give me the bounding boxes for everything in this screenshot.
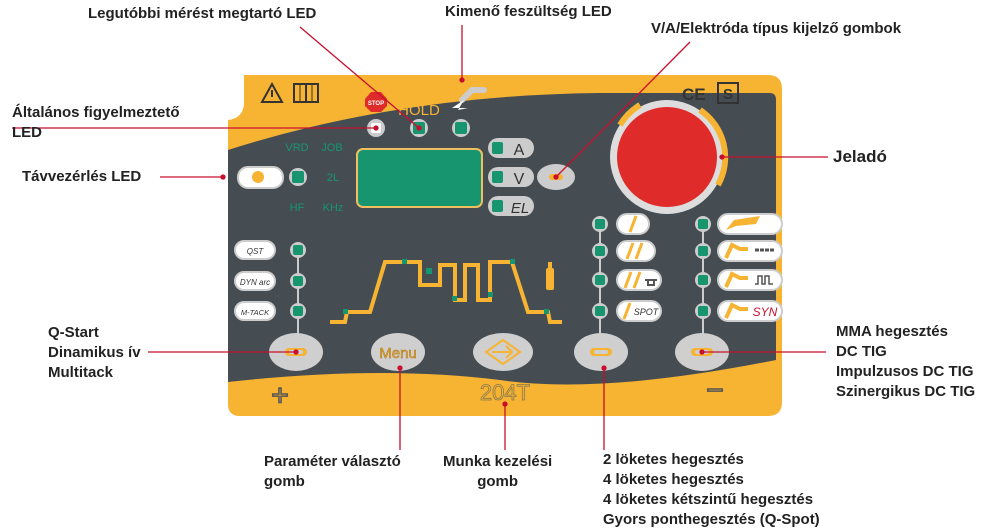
callout-line: Szinergikus DC TIG <box>836 383 976 400</box>
svg-text:SPOT: SPOT <box>634 307 660 317</box>
callout-line: DC TIG <box>836 343 887 360</box>
hf-label: HF <box>290 202 305 214</box>
option-m-tack: M-TACK <box>234 301 306 321</box>
mode-4t-bilevel <box>592 269 662 291</box>
callout-mode-button: 2 löketes hegesztés 4 löketes hegesztés … <box>603 450 820 530</box>
option-dyn-arc: DYN arc <box>234 271 306 291</box>
svg-text:A: A <box>514 142 525 159</box>
mode-spot: SPOT <box>592 300 662 322</box>
unit-button-a[interactable]: A <box>488 138 534 159</box>
callout-line: 4 löketes hegesztés <box>603 471 744 488</box>
callout-line: Multitack <box>48 364 114 381</box>
mode-4t <box>592 240 656 262</box>
callout-line: Q-Start <box>48 324 99 341</box>
menu-button[interactable]: Menu <box>371 333 425 371</box>
khz-label: KHz <box>323 202 344 214</box>
minus-terminal-label: − <box>706 374 724 407</box>
job-label: JOB <box>321 142 342 154</box>
mode-2t <box>592 213 650 235</box>
callout-lines <box>12 25 828 450</box>
remote-led <box>289 168 307 186</box>
mode-button[interactable] <box>574 333 628 371</box>
display-screen <box>356 148 483 208</box>
process-dc-tig <box>695 240 783 262</box>
callout-line: Általános figyelmeztető <box>12 104 180 121</box>
svg-text:QST: QST <box>247 247 265 256</box>
callout-line: 4 löketes kétszintű hegesztés <box>603 491 814 508</box>
callout-line: Paraméter választó <box>264 453 401 470</box>
svg-text:CE: CE <box>682 85 706 104</box>
callout-left-button: Q-Start Dinamikus ív Multitack <box>48 323 141 383</box>
encoder-knob[interactable] <box>610 100 729 214</box>
2l-label: 2L <box>327 172 339 184</box>
torch-spark-icon <box>452 87 487 110</box>
callout-line: Munka kezelési <box>443 453 553 470</box>
manual-book-icon <box>293 83 319 103</box>
svg-text:M-TACK: M-TACK <box>241 308 270 317</box>
ce-mark: CE <box>682 85 706 104</box>
model-label: 204T <box>480 380 530 405</box>
callout-line: MMA hegesztés <box>836 323 948 340</box>
job-button[interactable] <box>473 333 533 371</box>
callout-line: LED <box>12 124 42 141</box>
callout-line: 2 löketes hegesztés <box>603 451 744 468</box>
vrd-label: VRD <box>285 142 308 154</box>
unit-button-v[interactable]: V <box>488 167 534 188</box>
callout-line: gomb <box>264 473 305 490</box>
svg-text:SYN: SYN <box>753 305 778 319</box>
callout-line: gomb <box>477 473 519 490</box>
callout-remote-led: Távvezérlés LED <box>22 168 142 185</box>
hold-label: HOLD <box>398 102 440 119</box>
svg-text:EL: EL <box>511 200 529 217</box>
process-syn: SYN <box>695 300 783 322</box>
svg-text:STOP: STOP <box>368 101 384 107</box>
svg-text:DYN arc: DYN arc <box>240 278 270 287</box>
callout-line: Gyors ponthegesztés (Q-Spot) <box>603 511 820 528</box>
process-pulse-tig <box>695 269 783 291</box>
process-mma <box>695 213 783 235</box>
callout-va-buttons: V/A/Elektróda típus kijelző gombok <box>651 20 902 37</box>
callout-line: Impulzusos DC TIG <box>836 363 974 380</box>
s-mark: S <box>717 82 739 104</box>
svg-text:S: S <box>723 86 733 103</box>
warning-triangle-icon <box>260 81 284 103</box>
plus-terminal-label: + <box>271 379 289 412</box>
welding-sequence-graph <box>330 259 562 324</box>
callout-line: Dinamikus ív <box>48 344 141 361</box>
svg-text:Menu: Menu <box>379 345 417 362</box>
callout-menu-button: Paraméter választó gomb <box>264 452 401 492</box>
callout-right-button: MMA hegesztés DC TIG Impulzusos DC TIG S… <box>836 322 975 402</box>
callout-output-led: Kimenő feszültség LED <box>445 3 612 20</box>
svg-text:V: V <box>514 171 525 188</box>
callout-hold-led: Legutóbbi mérést megtartó LED <box>88 5 317 22</box>
callout-job-button: Munka kezelési gomb <box>443 452 552 492</box>
callout-encoder: Jeladó <box>833 147 887 166</box>
option-qst: QST <box>234 240 306 260</box>
output-voltage-led <box>452 119 470 137</box>
remote-button[interactable] <box>237 166 284 189</box>
unit-button-el[interactable]: EL <box>488 196 534 217</box>
